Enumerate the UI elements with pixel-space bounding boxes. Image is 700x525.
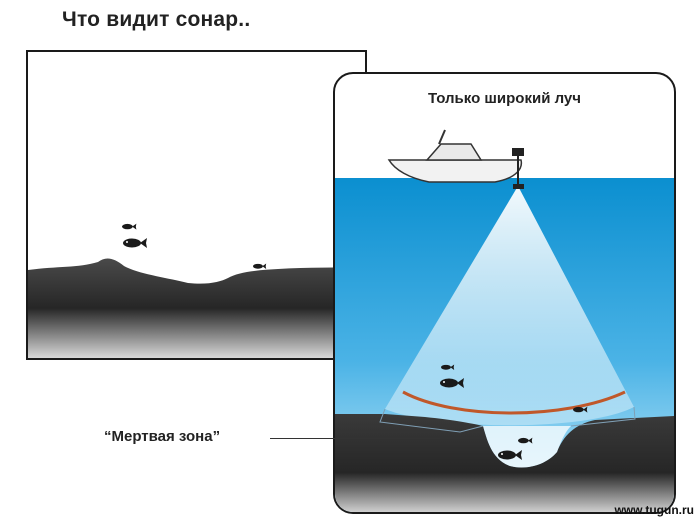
fish-icon — [518, 437, 533, 444]
dead-zone-arc — [402, 390, 626, 415]
wide-beam-panel: Только широкий луч — [333, 72, 676, 514]
wide-beam-title: Только широкий луч — [428, 90, 581, 107]
fish-icon — [498, 450, 522, 460]
fish-icon — [253, 263, 267, 270]
dead-zone-leader-line — [270, 438, 440, 439]
site-watermark: www.tugun.ru — [614, 503, 694, 517]
fish-icon — [441, 364, 455, 371]
dead-zone-outline — [379, 406, 636, 433]
sonar-bottom-profile — [28, 258, 365, 358]
fish-icon — [440, 378, 464, 388]
fish-icon — [122, 223, 137, 230]
fish-icon — [573, 406, 588, 413]
wide-beam-illustration — [335, 129, 674, 512]
fish-icon — [123, 238, 147, 248]
sonar-view-panel — [26, 50, 367, 360]
sonar-title: Что видит сонар.. — [62, 8, 251, 31]
dead-zone-label: “Мертвая зона” — [104, 428, 221, 445]
sonar-view-illustration — [28, 223, 365, 358]
boat-icon — [387, 129, 524, 189]
